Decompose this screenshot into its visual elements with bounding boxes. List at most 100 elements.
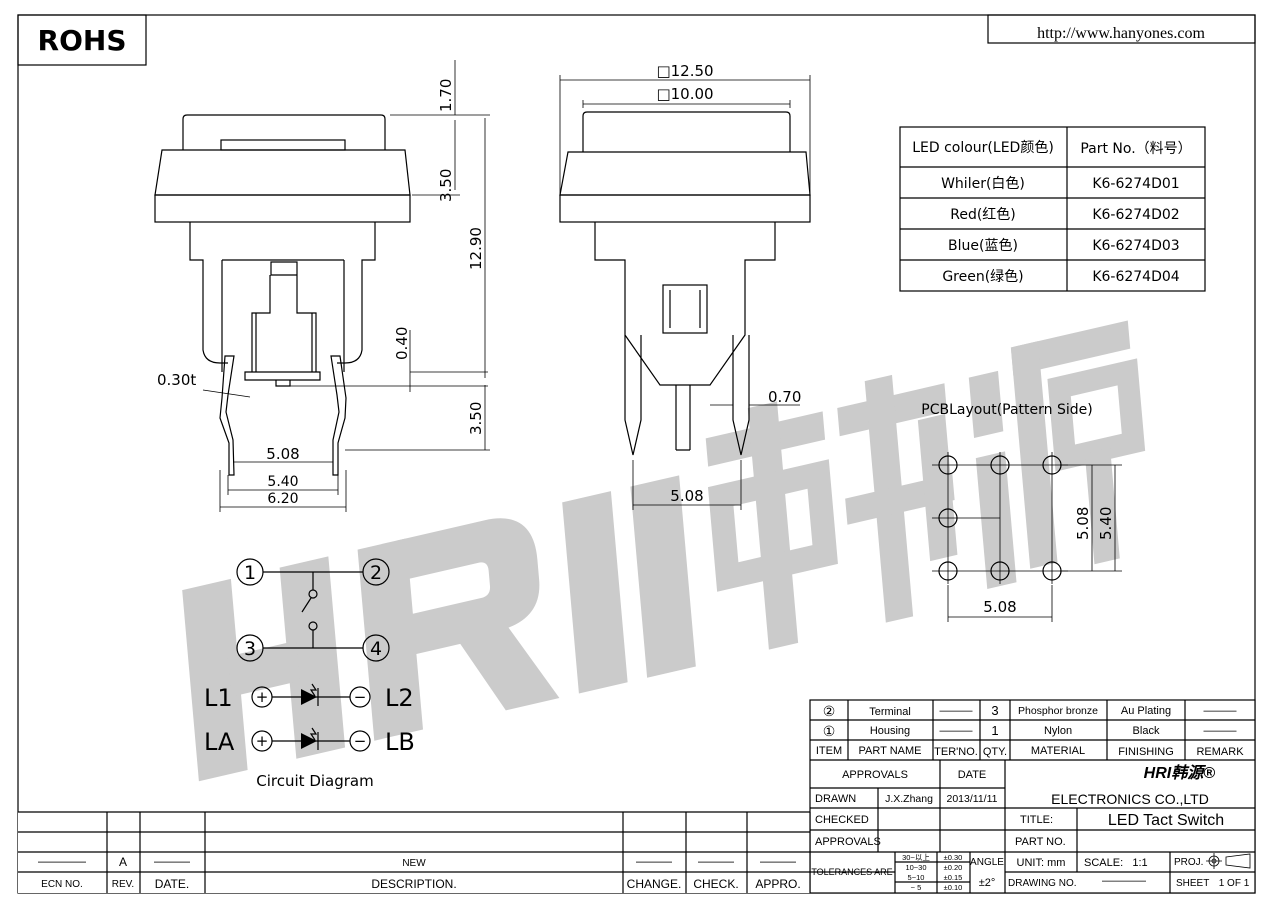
bom-material: Phosphor bronze [1018,705,1098,717]
drawn-by: J.X.Zhang [885,793,933,805]
bom-header-remark: REMARK [1196,746,1244,758]
url-box [987,14,1256,44]
tolerances-label: TOLERANCES ARE [811,867,892,877]
scale-value: 1:1 [1132,857,1147,869]
bom-remark: ——— [1204,705,1237,717]
rev-header-rev: REV. [112,879,134,890]
front-view: 1.70 3.50 12.90 0.40 3.50 0.30t 5.08 5.4… [154,60,490,512]
drawing-no-value: ———— [1102,875,1146,887]
pin-1: 1 [244,562,256,584]
sheet-label: SHEET [1176,878,1209,889]
led-row-colour: Whiler(白色) [941,175,1025,192]
led-row-colour: Red(红色) [950,206,1016,223]
watermark-logo [182,320,1146,782]
rev-header-check: CHECK. [693,877,738,891]
tol-value: ±0.30 [944,853,963,862]
dim-5-08-side: 5.08 [670,487,703,505]
dim-0-30t: 0.30t [157,371,196,389]
dim-6-20: 6.20 [267,491,298,507]
rev-change: ——— [636,854,672,868]
rohs-label: ROHS [38,24,127,57]
bom-header-material: MATERIAL [1031,745,1085,757]
rev-ecn: ———— [38,854,86,868]
bom-header-item: ITEM [816,745,842,757]
dim-0-70: 0.70 [768,388,801,406]
rev-header-description: DESCRIPTION. [371,877,456,891]
pin-2: 2 [370,562,382,584]
revision-table: ———— A ——— NEW ——— ——— ——— ECN NO. REV. … [18,811,811,893]
approvals-label: APPROVALS [815,836,881,848]
bom-finishing: Black [1133,725,1160,737]
bom-part-name: Terminal [869,706,911,718]
unit-label: UNIT: mm [1017,857,1066,869]
part-no-label: PART NO. [1015,836,1066,848]
drawing-no-label: DRAWING NO. [1008,878,1077,889]
dim-3-50-top: 3.50 [437,169,455,202]
circuit-caption: Circuit Diagram [256,772,373,790]
tol-value: ±0.20 [944,863,963,872]
dim-1-70: 1.70 [437,79,455,112]
led-row-part: K6-6274D03 [1092,238,1179,254]
rev-header-date: DATE. [155,877,189,891]
minus-sign: − [354,732,367,750]
bom-material: Nylon [1044,725,1072,737]
led-symbol-2: + − [251,727,371,752]
plus-sign: + [256,688,269,706]
led-header-colour: LED colour(LED颜色) [912,139,1054,156]
bom-qty: 1 [991,723,998,738]
bom-item: ② [823,703,836,719]
led-row-part: K6-6274D04 [1092,269,1179,285]
tol-value: ±0.10 [944,883,963,892]
pcb-dim-5-40-v: 5.40 [1097,507,1115,540]
title-label: TITLE: [1020,814,1053,826]
drawing-title: LED Tact Switch [1108,812,1224,829]
url-text: http://www.hanyones.com [1037,25,1205,42]
bom-header-finishing: FINISHING [1118,746,1174,758]
bom-ter-no: ——— [940,705,973,717]
pin-3: 3 [244,638,256,660]
pin-4: 4 [370,638,382,660]
pcb-layout-title: PCBLayout(Pattern Side) [921,402,1092,418]
side-view: □12.50 □10.00 0.70 5.08 [559,62,811,510]
projection-symbol-icon [1206,853,1251,869]
rev-check: ——— [698,854,734,868]
led-row-colour: Blue(蓝色) [948,237,1018,254]
tol-range: 5~10 [908,873,925,882]
rohs-box [17,14,147,66]
angle-value: ±2° [979,877,996,889]
tol-range: 10~30 [905,863,926,872]
rev-date: ——— [154,854,190,868]
dim-12-50: □12.50 [656,62,713,80]
drawn-label: DRAWN [815,793,856,805]
bom-ter-no: ——— [940,725,973,737]
dim-3-50-bot: 3.50 [467,402,485,435]
led-header-part: Part No.（料号） [1080,141,1191,157]
bom-header-part-name: PART NAME [859,745,922,757]
dim-5-40: 5.40 [267,474,298,490]
company-logo: HRI韩源® [1144,764,1216,782]
title-block: ② Terminal ——— 3 Phosphor bronze Au Plat… [809,699,1256,894]
dim-5-08-front: 5.08 [266,445,299,463]
label-l2: L2 [385,684,414,712]
rev-description: NEW [402,858,426,869]
rev-header-ecn: ECN NO. [41,879,83,890]
rev-header-appro: APPRO. [755,877,800,891]
label-la: LA [204,728,235,756]
bom-header-ter-no: TER'NO. [934,746,978,758]
pcb-dim-5-08-v: 5.08 [1074,507,1092,540]
rev-rev: A [119,855,127,869]
pcb-dim-5-08-h: 5.08 [983,598,1016,616]
sheet-value: 1 OF 1 [1219,878,1250,889]
bom-finishing: Au Plating [1121,705,1171,717]
tol-value: ±0.15 [944,873,963,882]
tol-range: ~ 5 [911,883,922,892]
led-row-part: K6-6274D01 [1092,176,1179,192]
rev-appro: ——— [760,854,796,868]
label-lb: LB [385,728,415,756]
approvals-header: APPROVALS [842,769,908,781]
date-header: DATE [958,769,987,781]
proj-label: PROJ. [1174,857,1203,868]
drawn-date: 2013/11/11 [947,793,998,805]
bom-header-qty: QTY. [983,746,1007,758]
